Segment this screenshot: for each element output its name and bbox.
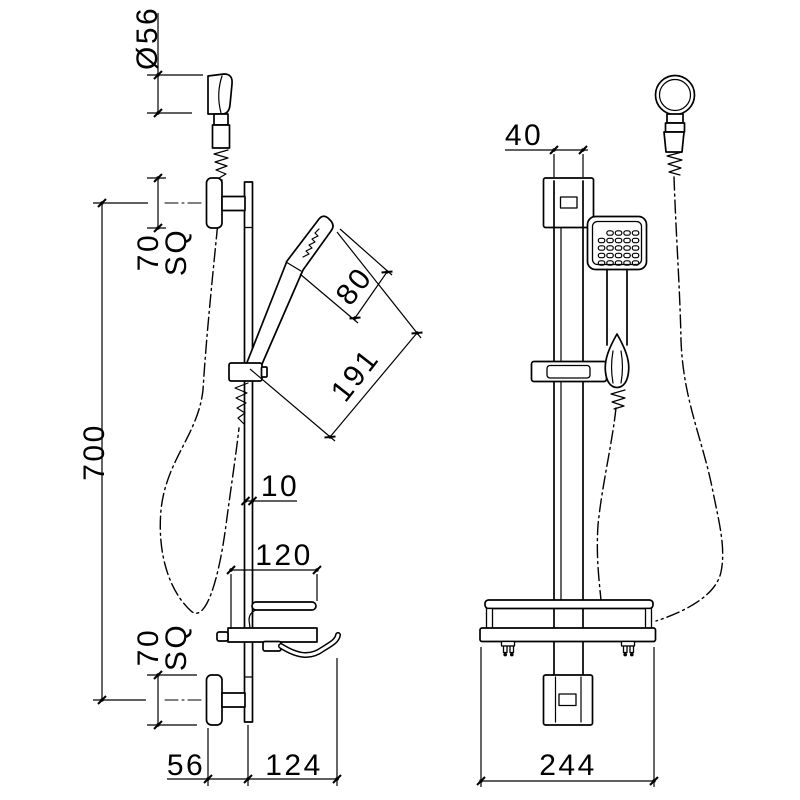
front-bottom-bracket — [542, 674, 594, 726]
shelf-hook-left — [500, 640, 516, 657]
dim-rail-depth: 10 — [240, 470, 299, 506]
dim-holder-diameter-label: Ø56 — [131, 6, 164, 70]
side-rail — [243, 181, 254, 723]
side-holder-hose-spring — [213, 149, 229, 179]
dim-shelf-width-label: 244 — [539, 749, 597, 782]
dim-head-length-label: 80 — [330, 261, 380, 312]
side-bottom-bracket — [205, 674, 246, 726]
side-spray-face-teeth — [302, 228, 320, 258]
dim-top-flange-value: 70 — [132, 233, 165, 271]
dim-top-flange-suffix: SQ — [160, 228, 193, 276]
dim-top-flange: 70 SQ — [132, 173, 193, 276]
front-hook-hose-spring — [666, 151, 683, 176]
dim-bottom-flange: 70 SQ — [132, 623, 197, 730]
side-hook — [278, 632, 341, 658]
spray-nozzles — [597, 230, 640, 266]
dim-handset-length-label: 191 — [325, 342, 386, 408]
dim-shelf-projection-label: 120 — [255, 539, 313, 572]
side-top-holder — [207, 73, 233, 179]
shelf-hook-right — [620, 640, 636, 657]
front-handshower — [586, 215, 648, 346]
dim-bottom-flange-value: 70 — [132, 628, 165, 666]
side-slider-hose-spring — [234, 382, 249, 425]
dim-rail-depth-label: 10 — [261, 470, 299, 503]
front-handle-grip — [604, 333, 630, 410]
dim-bottom-chain: 56 124 — [167, 658, 342, 786]
dim-holder-diameter: Ø56 — [131, 6, 203, 118]
dim-rail-to-hook-label: 124 — [265, 749, 323, 782]
side-slider — [228, 362, 268, 425]
dim-rail-centres-label: 700 — [78, 423, 111, 481]
dim-rail-width-label: 40 — [505, 119, 543, 152]
dim-bottom-flange-suffix: SQ — [160, 623, 193, 671]
dim-rail-centres: 700 — [78, 198, 204, 705]
front-slider — [530, 360, 608, 383]
front-handle-hose-spring — [610, 389, 626, 410]
dim-handset-length: 191 — [249, 231, 423, 442]
front-hose-right — [655, 176, 724, 622]
dim-wall-to-rail-label: 56 — [167, 749, 205, 782]
dimensions: Ø56 70 SQ 700 — [78, 6, 659, 787]
dim-shelf-width: 244 — [476, 647, 659, 787]
side-shelf — [216, 601, 341, 658]
front-top-bracket — [542, 177, 595, 229]
dim-shelf-projection: 120 — [226, 539, 322, 629]
side-view — [159, 73, 341, 726]
side-hose — [159, 179, 240, 614]
side-handshower — [244, 215, 334, 374]
front-wall-hook — [654, 74, 696, 176]
front-shelf — [479, 599, 657, 657]
dim-rail-width: 40 — [505, 119, 588, 177]
side-top-bracket — [205, 177, 246, 229]
front-hose-left — [596, 407, 617, 601]
front-view — [479, 74, 724, 726]
